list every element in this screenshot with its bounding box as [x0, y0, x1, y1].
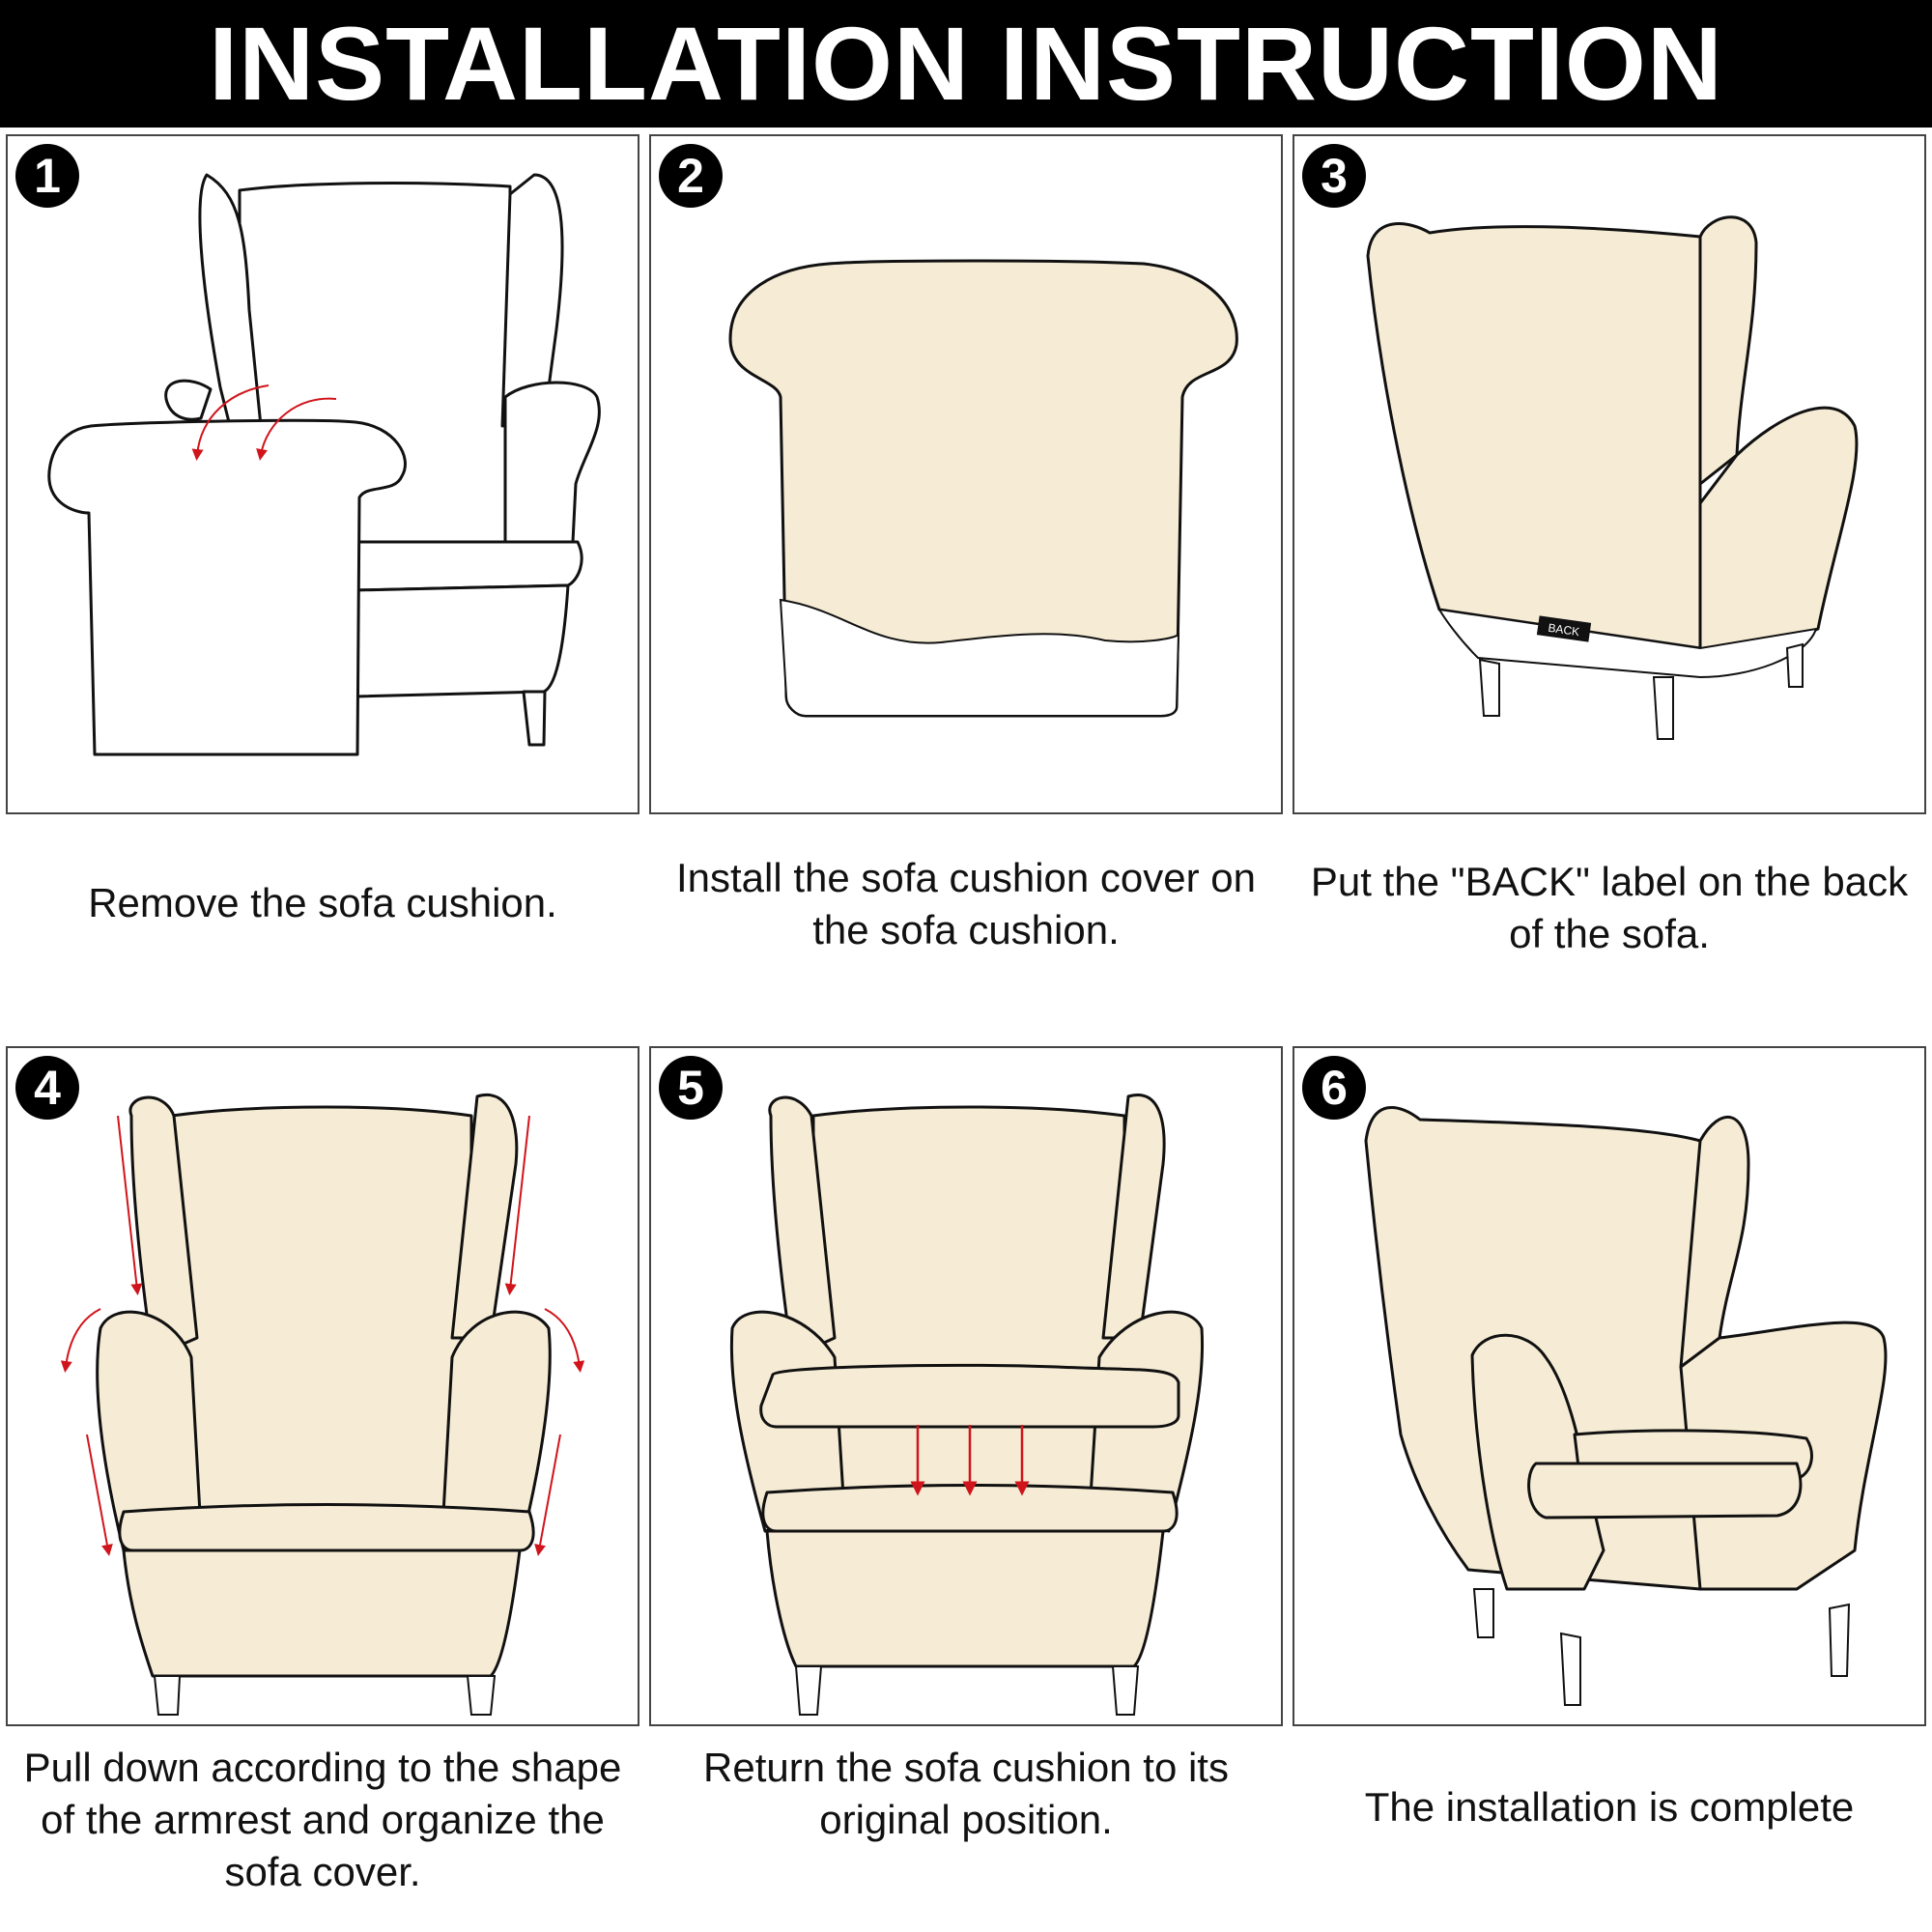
- step-5-illustration: [729, 1093, 1205, 1716]
- step-6-caption: The installation is complete: [1364, 1784, 1855, 1830]
- step-4-panel: 4: [6, 1046, 639, 1726]
- step-badge-1: 1: [15, 144, 79, 208]
- page-title: INSTALLATION INSTRUCTION: [209, 5, 1723, 122]
- step-badge-6: 6: [1302, 1056, 1366, 1120]
- step-4-caption: Pull down according to the shape of the …: [23, 1745, 622, 1894]
- step-4-illustration: [60, 1093, 585, 1716]
- step-1-panel: 1: [6, 134, 639, 814]
- step-badge-5: 5: [659, 1056, 723, 1120]
- step-badge-2: 2: [659, 144, 723, 208]
- step-1-illustration: [47, 173, 601, 756]
- header-bar: INSTALLATION INSTRUCTION: [0, 0, 1932, 128]
- step-badge-3: 3: [1302, 144, 1366, 208]
- step-5-panel: 5: [649, 1046, 1283, 1726]
- back-label: BACK: [1548, 621, 1580, 639]
- step-2-panel: 2: [649, 134, 1283, 814]
- step-5-caption: Return the sofa cushion to its original …: [703, 1745, 1229, 1842]
- step-badge-4: 4: [15, 1056, 79, 1120]
- step-3-panel: BACK 3: [1293, 134, 1926, 814]
- step-2-caption: Install the sofa cushion cover on the so…: [675, 855, 1257, 952]
- step-6-illustration: [1364, 1105, 1888, 1706]
- step-2-illustration: [728, 259, 1238, 718]
- step-3-illustration: BACK: [1366, 215, 1859, 740]
- step-3-caption: Put the "BACK" label on the back of the …: [1310, 859, 1909, 956]
- step-1-caption: Remove the sofa cushion.: [88, 880, 557, 925]
- step-6-panel: 6: [1293, 1046, 1926, 1726]
